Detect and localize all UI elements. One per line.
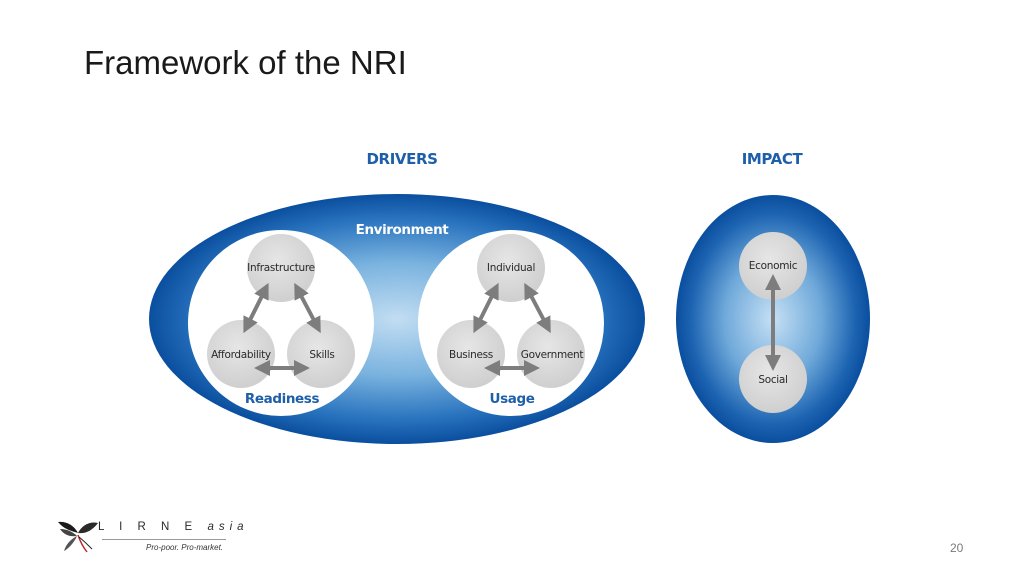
affordability-label: Affordability (211, 349, 271, 361)
individual-business-arrow (473, 282, 499, 334)
logo-tagline: Pro-poor. Pro-market. (146, 543, 224, 552)
logo-suffix: asia (207, 521, 249, 533)
economic-node (739, 232, 807, 300)
infrastructure-affordability-arrow (243, 282, 269, 334)
impact-header: IMPACT (742, 150, 804, 168)
butterfly-icon (58, 521, 98, 553)
individual-label: Individual (487, 262, 535, 274)
page-number: 20 (950, 541, 964, 555)
logo-wordmark: L I R N E asia (98, 521, 249, 533)
usage-label: Usage (490, 391, 535, 407)
slide-title: Framework of the NRI (84, 44, 407, 81)
infrastructure-label: Infrastructure (247, 262, 315, 274)
logo-letters: L I R N E (98, 521, 199, 533)
skills-label: Skills (309, 349, 334, 361)
logo-divider (102, 539, 226, 540)
lirneasia-logo: L I R N E asia Pro-poor. Pro-market. (56, 519, 244, 559)
economic-label: Economic (749, 260, 798, 272)
readiness-label: Readiness (245, 391, 320, 407)
business-label: Business (449, 349, 493, 361)
drivers-header: DRIVERS (367, 150, 438, 168)
social-node (739, 345, 807, 413)
infrastructure-skills-arrow (294, 282, 321, 334)
government-label: Government (521, 349, 584, 361)
social-label: Social (758, 374, 787, 386)
individual-government-arrow (524, 282, 551, 334)
environment-label: Environment (356, 222, 450, 238)
